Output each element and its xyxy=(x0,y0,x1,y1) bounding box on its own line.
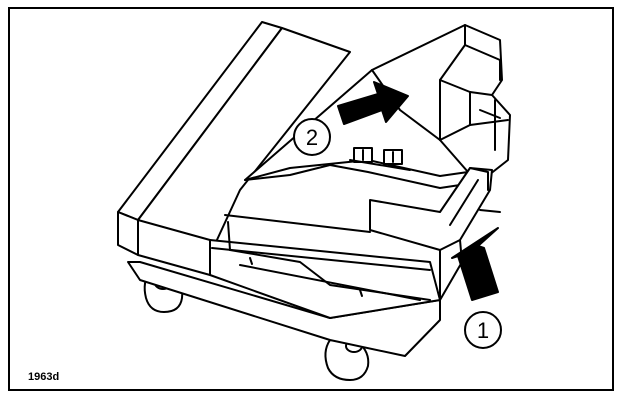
housing-body xyxy=(117,21,441,319)
callout-1-number: 1 xyxy=(477,318,489,343)
figure-frame xyxy=(8,7,614,391)
base-plate xyxy=(127,261,441,357)
callout-2: 2 xyxy=(293,118,331,156)
callout-1: 1 xyxy=(464,311,502,349)
callout-2-number: 2 xyxy=(306,125,318,150)
side-connector xyxy=(369,167,501,301)
arrow-1 xyxy=(451,227,499,301)
arrow-2 xyxy=(337,81,409,125)
figure-reference: 1963d xyxy=(28,371,60,383)
